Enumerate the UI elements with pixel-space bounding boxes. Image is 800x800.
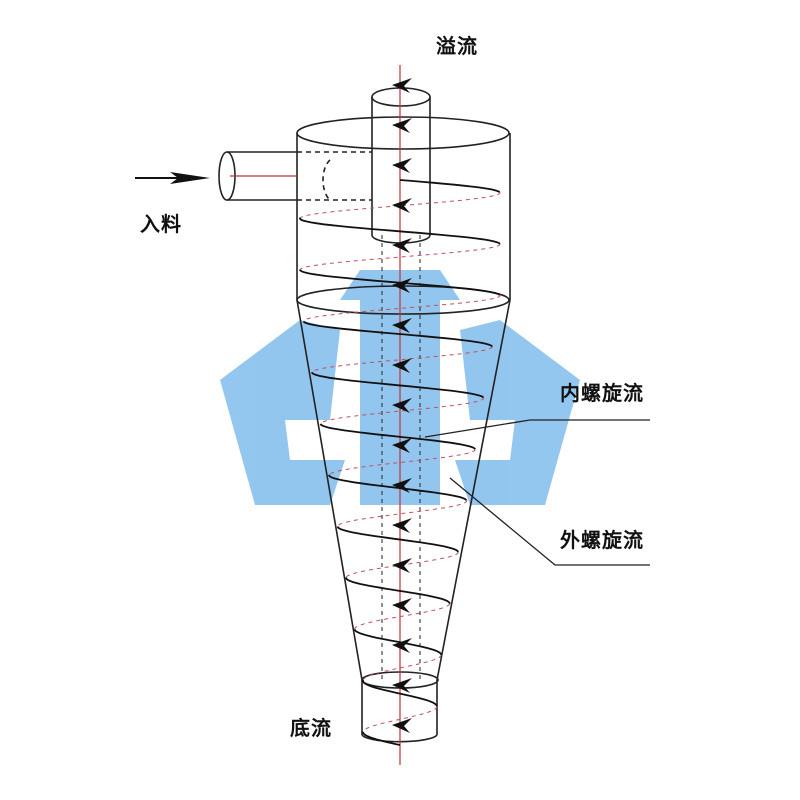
outer-spiral-leader xyxy=(449,477,650,566)
flow-arrow-icon xyxy=(392,278,412,293)
inner-spiral-leader xyxy=(424,419,650,438)
flow-arrow-icon xyxy=(392,398,412,413)
flow-arrow-icon xyxy=(392,438,412,453)
inner-spiral-label: 内螺旋流 xyxy=(560,381,644,405)
spiral-front xyxy=(298,179,501,746)
flow-arrow-icon xyxy=(392,678,412,693)
overflow-label: 溢流 xyxy=(436,34,478,58)
outer-spiral-flow xyxy=(298,179,501,746)
outer-spiral-label: 外螺旋流 xyxy=(560,528,644,552)
flow-arrow-icon xyxy=(392,718,412,733)
flow-arrow-icon xyxy=(392,238,412,253)
feed-label: 入料 xyxy=(140,212,182,236)
flow-arrow-icon xyxy=(392,198,412,213)
flow-arrow-icon xyxy=(392,598,412,613)
flow-arrows xyxy=(392,78,412,733)
flow-arrow-icon xyxy=(392,478,412,493)
flow-arrow-icon xyxy=(392,78,412,93)
flow-arrow-icon xyxy=(392,358,412,373)
flow-arrow-icon xyxy=(392,558,412,573)
flow-arrow-icon xyxy=(392,118,412,133)
feed-arrow-icon xyxy=(135,172,210,184)
flow-arrow-icon xyxy=(392,638,412,653)
flow-arrow-icon xyxy=(392,518,412,533)
flow-arrow-icon xyxy=(392,318,412,333)
underflow-label: 底流 xyxy=(290,716,332,740)
flow-arrow-icon xyxy=(392,158,412,173)
